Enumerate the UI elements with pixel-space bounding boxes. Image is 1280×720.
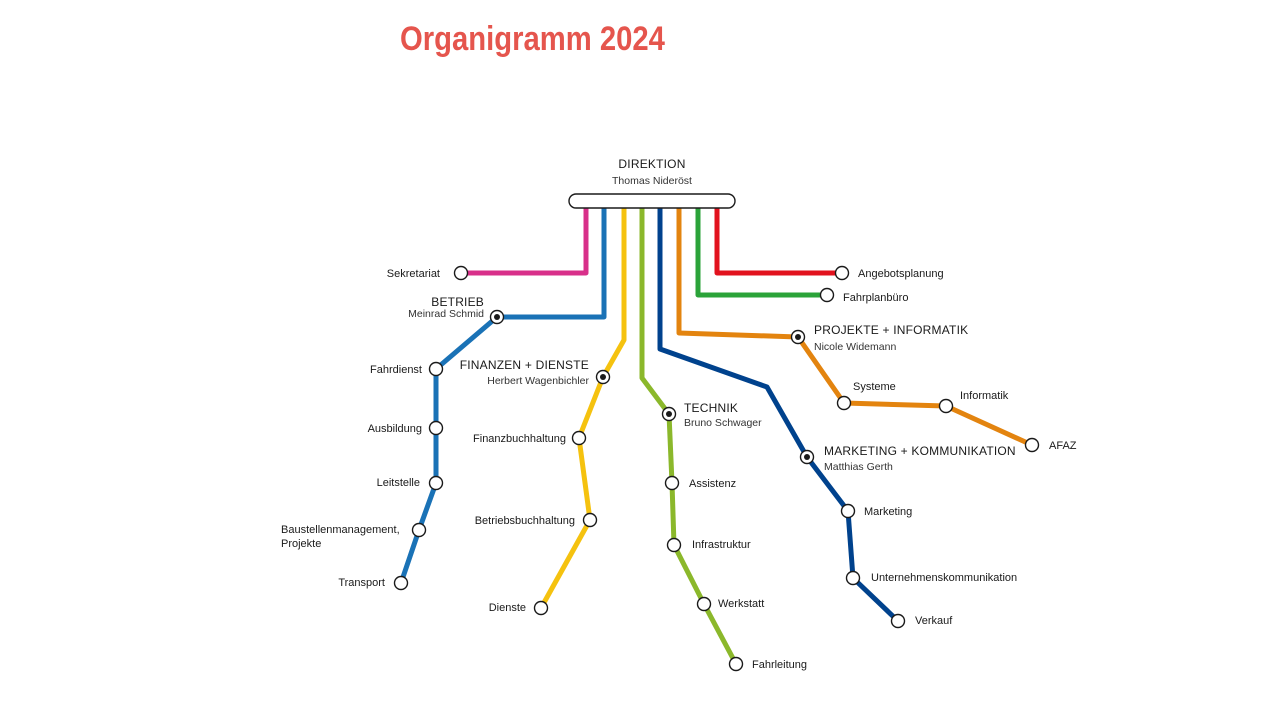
stop-sekretariat <box>453 265 469 281</box>
stop-dienste <box>533 600 549 616</box>
hub-marketing-dot <box>804 454 810 460</box>
person-marketing: Matthias Gerth <box>824 461 893 473</box>
hub-finanzen-dot <box>600 374 606 380</box>
stop-infrastruktur <box>666 537 682 553</box>
stop-marketing <box>840 503 856 519</box>
line-angebot <box>714 208 842 276</box>
label-fahrdienst: Fahrdienst <box>370 364 422 376</box>
stop-ausbildung <box>428 420 444 436</box>
label-fahrplanbuero: Fahrplanbüro <box>843 292 908 304</box>
stop-fahrplanbuero <box>819 287 835 303</box>
line-fahrplan <box>695 208 827 298</box>
direktion-bar <box>568 193 736 209</box>
label-afaz: AFAZ <box>1049 440 1077 452</box>
label-sekretariat: Sekretariat <box>387 268 440 280</box>
direktion-person: Thomas Nideröst <box>612 175 692 187</box>
line-sekretariat <box>461 208 589 276</box>
head-projekte: PROJEKTE + INFORMATIK <box>814 323 968 337</box>
stop-angebotsplanung <box>834 265 850 281</box>
stop-transport <box>393 575 409 591</box>
label-angebotsplanung: Angebotsplanung <box>858 268 944 280</box>
line-technik <box>639 208 739 666</box>
head-betrieb: BETRIEB <box>431 295 484 309</box>
label-systeme: Systeme <box>853 381 896 393</box>
stop-fahrleitung <box>728 656 744 672</box>
page-title: Organigramm 2024 <box>400 20 665 58</box>
stop-assistenz <box>664 475 680 491</box>
person-technik: Bruno Schwager <box>684 417 762 429</box>
label-finanzbuchhaltung: Finanzbuchhaltung <box>473 433 566 445</box>
line-betrieb <box>398 208 607 584</box>
stop-fahrdienst <box>428 361 444 377</box>
label-informatik: Informatik <box>960 390 1009 402</box>
hub-technik-dot <box>666 411 672 417</box>
label-transport: Transport <box>338 577 385 589</box>
label-marketing: Marketing <box>864 506 912 518</box>
label-projekte-betrieb: Projekte <box>281 538 321 550</box>
stop-finanzbuchhaltung <box>571 430 587 446</box>
stop-baustellenmanagement <box>411 522 427 538</box>
stop-werkstatt <box>696 596 712 612</box>
label-leitstelle: Leitstelle <box>377 477 420 489</box>
label-fahrleitung: Fahrleitung <box>752 659 807 671</box>
hub-betrieb-dot <box>494 314 500 320</box>
label-unternehmenskommunikation: Unternehmenskommunikation <box>871 572 1017 584</box>
label-baustellenmanagement: Baustellenmanagement, <box>281 524 400 536</box>
person-finanzen: Herbert Wagenbichler <box>487 375 589 387</box>
head-marketing: MARKETING + KOMMUNIKATION <box>824 444 1016 458</box>
label-assistenz: Assistenz <box>689 478 736 490</box>
stop-leitstelle <box>428 475 444 491</box>
head-technik: TECHNIK <box>684 401 738 415</box>
stop-informatik <box>938 398 954 414</box>
direktion-label: DIREKTION <box>618 157 685 171</box>
person-projekte: Nicole Widemann <box>814 341 896 353</box>
label-betriebsbuchhaltung: Betriebsbuchhaltung <box>475 515 575 527</box>
line-projekte <box>676 208 1034 448</box>
stop-systeme <box>836 395 852 411</box>
hub-projekte-dot <box>795 334 801 340</box>
label-verkauf: Verkauf <box>915 615 953 627</box>
line-finanzen <box>538 208 627 610</box>
head-finanzen: FINANZEN + DIENSTE <box>460 358 589 372</box>
person-betrieb: Meinrad Schmid <box>408 308 484 320</box>
stop-betriebsbuchhaltung <box>582 512 598 528</box>
stop-verkauf <box>890 613 906 629</box>
stop-afaz <box>1024 437 1040 453</box>
label-werkstatt: Werkstatt <box>718 598 764 610</box>
label-infrastruktur: Infrastruktur <box>692 539 751 551</box>
label-dienste: Dienste <box>489 602 526 614</box>
stop-unternehmenskommunikation <box>845 570 861 586</box>
label-ausbildung: Ausbildung <box>368 423 422 435</box>
